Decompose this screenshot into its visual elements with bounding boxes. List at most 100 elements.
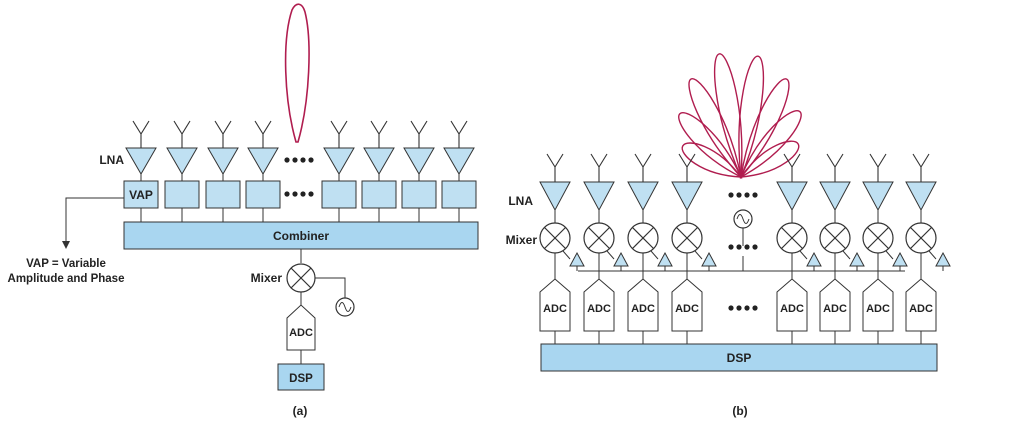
adc-block: [627, 278, 659, 332]
adc-block: [671, 278, 703, 332]
beam-lobe: [681, 142, 743, 178]
vap-note-line2: Amplitude and Phase: [8, 273, 125, 285]
lo-buffer: [849, 251, 865, 267]
dsp-block-b: [540, 343, 938, 372]
mixer-a: [286, 263, 316, 293]
lna-amplifier: [247, 147, 279, 176]
vap-block: [205, 180, 241, 209]
mixer: [583, 222, 615, 254]
lna-amplifier: [539, 181, 571, 212]
adc-block: [776, 278, 808, 332]
beam-lobe: [688, 78, 743, 180]
lo-buffer: [701, 251, 717, 267]
lna-amplifier: [862, 181, 894, 212]
beam-lobe: [713, 53, 743, 178]
vap-row-a: VAP: [123, 180, 477, 222]
lna-amplifier: [443, 147, 475, 176]
beam-lobes-b: [678, 53, 802, 180]
vap-note-line1: VAP = Variable: [26, 258, 106, 270]
mixer: [905, 222, 937, 254]
antenna-icon: [254, 120, 272, 148]
antenna-icon: [214, 120, 232, 148]
vap-label: VAP: [129, 188, 153, 202]
beam-lobe-a: [284, 3, 310, 143]
adc-label: ADC: [866, 303, 890, 315]
adc-label: ADC: [780, 303, 804, 315]
lna-amplifier: [207, 147, 239, 176]
antenna-icon: [410, 120, 428, 148]
vap-note-arrow: [62, 197, 124, 249]
antenna-icon: [330, 120, 348, 148]
lna-amplifier: [323, 147, 355, 176]
antenna-icon: [783, 153, 801, 182]
mixer: [671, 222, 703, 254]
mixer: [819, 222, 851, 254]
antenna-icon: [450, 120, 468, 148]
vap-block: [321, 180, 357, 209]
ellipsis-dots-b-adc: [728, 305, 758, 311]
caption-b: (b): [732, 404, 747, 418]
panel-a: VAP Combiner LNA VAP = Variable Amplitud…: [8, 3, 479, 418]
lna-row-a: [125, 147, 475, 181]
beam-lobe: [739, 110, 802, 179]
beam-lobe: [738, 55, 765, 178]
vap-block: [361, 180, 397, 209]
lna-amplifier: [819, 181, 851, 212]
combiner-block: [123, 221, 479, 250]
dsp-label-b: DSP: [727, 351, 752, 365]
panel-b: ADC ADC ADC ADC ADC ADC ADC ADC DSP LNA Mixer (…: [506, 53, 951, 418]
antenna-icon: [634, 153, 652, 182]
antenna-array-a: [132, 120, 468, 148]
adc-label: ADC: [543, 303, 567, 315]
adc-block: [819, 278, 851, 332]
lna-amplifier: [671, 181, 703, 212]
lna-label-b: LNA: [508, 194, 533, 208]
lna-amplifier: [583, 181, 615, 212]
lna-amplifier: [166, 147, 198, 176]
vap-block: [123, 180, 159, 209]
adc-label: ADC: [631, 303, 655, 315]
adc-block: [539, 278, 571, 332]
mixer-label-a: Mixer: [251, 271, 283, 285]
antenna-icon: [590, 153, 608, 182]
dsp-label-a: DSP: [289, 373, 313, 385]
vap-block: [401, 180, 437, 209]
lo-buffer: [806, 251, 822, 267]
adc-block-a: [286, 304, 316, 351]
ellipsis-dots-a-lna: [284, 157, 314, 163]
lna-amplifier: [627, 181, 659, 212]
antenna-icon: [132, 120, 150, 148]
adc-label-a: ADC: [289, 327, 313, 339]
ellipsis-dots-a-vap: [284, 191, 314, 197]
receive-chains-b: ADC ADC ADC ADC ADC ADC ADC ADC: [539, 181, 951, 344]
adc-block: [862, 278, 894, 332]
beam-lobe: [678, 112, 743, 179]
antenna-icon: [869, 153, 887, 182]
local-oscillator-b: [733, 209, 753, 229]
adc-label: ADC: [909, 303, 933, 315]
mixer: [862, 222, 894, 254]
lna-amplifier: [776, 181, 808, 212]
antenna-icon: [912, 153, 930, 182]
vap-block: [164, 180, 200, 209]
dsp-block-a: [277, 363, 325, 391]
caption-a: (a): [293, 404, 308, 418]
antenna-icon: [173, 120, 191, 148]
antenna-icon: [370, 120, 388, 148]
antenna-icon: [678, 153, 696, 182]
vap-block: [441, 180, 477, 209]
lo-buffer: [569, 251, 585, 267]
lo-buffer: [892, 251, 908, 267]
lo-buffer: [613, 251, 629, 267]
mixer-label-b: Mixer: [506, 233, 538, 247]
beam-lobe: [739, 78, 790, 180]
lna-amplifier: [363, 147, 395, 176]
adc-label: ADC: [587, 303, 611, 315]
mixer: [539, 222, 571, 254]
antenna-icon: [826, 153, 844, 182]
mixer: [776, 222, 808, 254]
adc-label: ADC: [823, 303, 847, 315]
lo-buffer: [935, 251, 951, 267]
adc-label: ADC: [675, 303, 699, 315]
lna-amplifier: [125, 147, 157, 176]
